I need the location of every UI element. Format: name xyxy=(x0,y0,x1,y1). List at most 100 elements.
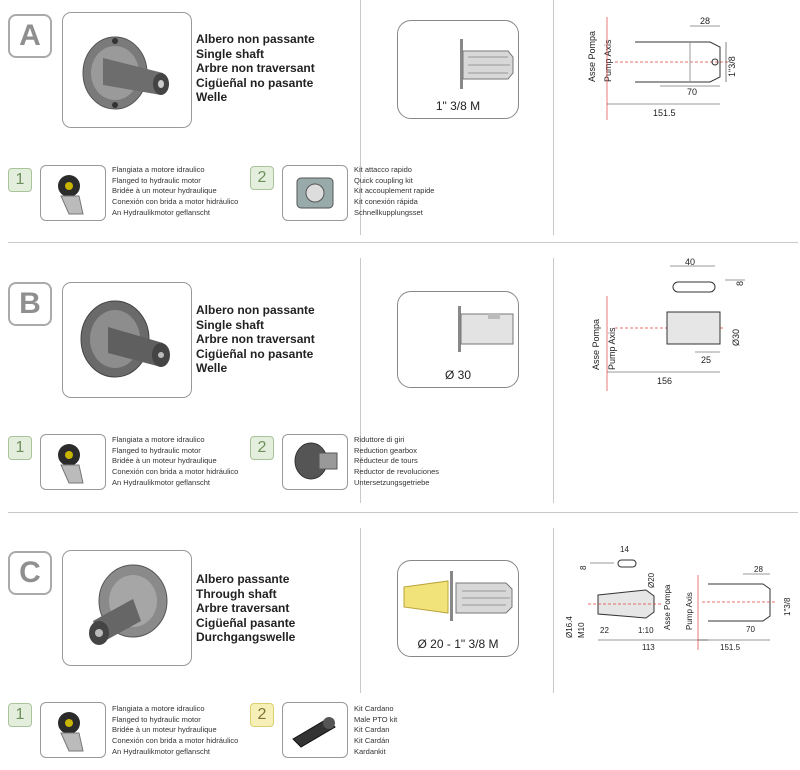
kit-line: Kit Cardán xyxy=(354,736,390,746)
section-divider xyxy=(8,242,798,243)
description-line: Arbre traversant xyxy=(196,601,290,615)
dimension-label: 156 xyxy=(657,376,672,386)
hydraulic-motor-image xyxy=(58,712,84,752)
kit-line: Kit Cardan xyxy=(354,725,390,735)
description-block: Albero non passante Single shaft Arbre n… xyxy=(196,303,315,376)
kit-photo xyxy=(40,434,106,490)
section-divider xyxy=(8,512,798,513)
kit-number-badge: 2 xyxy=(250,436,274,460)
kit-line: Flanged to hydraulic motor xyxy=(112,445,201,455)
pump-through-shaft-image xyxy=(89,564,168,645)
dimension-drawing: Asse Pompa Pump Axis 28 1"3/8 70 151.5 xyxy=(587,16,737,120)
description-line: Durchgangswelle xyxy=(196,630,296,644)
shaft-shape-box: Ø 30 xyxy=(397,291,519,388)
dimension-label: 70 xyxy=(746,625,755,634)
kit-line: An Hydraulikmotor geflanscht xyxy=(112,207,210,217)
kit-photo xyxy=(40,165,106,221)
description-line: Welle xyxy=(196,90,228,104)
product-photo xyxy=(62,282,192,398)
dimension-label: 28 xyxy=(700,16,710,26)
kit-line: Flangiata a motore idraulico xyxy=(112,435,205,444)
section-letter: B xyxy=(8,282,52,326)
kit-description: Flangiata a motore idraulico Flanged to … xyxy=(112,704,238,758)
kit-line: Flangiata a motore idraulico xyxy=(112,165,205,174)
kit-description: Kit Cardano Male PTO kit Kit Cardan Kit … xyxy=(354,704,397,758)
description-line: Arbre non traversant xyxy=(196,61,315,75)
axis-label-asse-pompa: Asse Pompa xyxy=(587,31,597,82)
tapered-splined-shaft-icon xyxy=(403,571,513,621)
dimension-label: 8 xyxy=(579,565,588,570)
kit-number-badge: 1 xyxy=(8,168,32,192)
description-line: Arbre non traversant xyxy=(196,332,315,346)
kit-line: Kardankit xyxy=(354,746,386,756)
product-photo xyxy=(62,550,192,666)
description-line: Albero passante xyxy=(196,572,290,586)
axis-label-asse-pompa: Asse Pompa xyxy=(591,319,601,370)
kit-photo xyxy=(282,702,348,758)
hydraulic-motor-image xyxy=(58,175,84,215)
dimension-label: Ø16.4 xyxy=(565,616,574,638)
kit-number-badge: 1 xyxy=(8,436,32,460)
hydraulic-motor-image xyxy=(58,444,84,484)
axis-label-asse-pompa: Asse Pompa xyxy=(663,584,672,630)
dimension-label: 22 xyxy=(600,626,609,635)
shaft-shape-box: 1" 3/8 M xyxy=(397,20,519,119)
dimension-label: 1"3/8 xyxy=(727,56,737,77)
kit-number-badge: 2 xyxy=(250,166,274,190)
kit-line: Flangiata a motore idraulico xyxy=(112,704,205,713)
column-divider xyxy=(360,528,361,693)
shaft-size-label: Ø 20 - 1" 3/8 M xyxy=(417,637,499,651)
kit-line: Kit attacco rapido xyxy=(354,165,412,174)
kit-line: Bridée à un moteur hydraulique xyxy=(112,456,217,466)
kit-line: Reduction gearbox xyxy=(354,445,417,455)
smooth-shaft-icon xyxy=(458,306,514,352)
column-divider xyxy=(360,0,361,235)
column-divider xyxy=(553,528,554,693)
kit-line: Kit conexión rápida xyxy=(354,197,418,207)
dimension-label: 113 xyxy=(642,643,655,652)
kit-description: Kit attacco rapido Quick coupling kit Ki… xyxy=(354,165,434,219)
shaft-size-label: 1" 3/8 M xyxy=(435,99,481,113)
dimension-label: 151.5 xyxy=(653,108,676,118)
reduction-gearbox-image xyxy=(294,442,338,480)
dimension-label: 28 xyxy=(754,565,763,574)
axis-label-pump-axis: Pump Axis xyxy=(685,592,694,630)
dimension-label: M10 xyxy=(577,622,586,638)
kit-photo xyxy=(282,434,348,490)
kit-number-badge: 1 xyxy=(8,703,32,727)
kit-line: Conexión con brida a motor hidráulico xyxy=(112,467,239,477)
kit-line: Flanged to hydraulic motor xyxy=(112,714,201,724)
description-line: Cigüeñal no pasante xyxy=(196,346,314,361)
column-divider xyxy=(553,0,554,235)
kit-line: Conexión con brida a motor hidráulico xyxy=(112,736,239,746)
product-photo xyxy=(62,12,192,128)
kit-line: An Hydraulikmotor geflanscht xyxy=(112,477,210,487)
section-letter: C xyxy=(8,551,52,595)
kit-line: Réducteur de tours xyxy=(354,456,418,466)
kit-line: Untersetzungsgetriebe xyxy=(354,477,430,487)
dimension-drawing: 40 8 Asse Pompa Pump Axis Ø30 25 156 xyxy=(591,257,745,391)
description-block: Albero non passante Single shaft Arbre n… xyxy=(196,32,315,105)
quick-coupling-image xyxy=(296,177,334,209)
description-line: Single shaft xyxy=(196,46,265,61)
kit-line: Flanged to hydraulic motor xyxy=(112,175,201,185)
cardan-kit-image xyxy=(292,717,336,748)
kit-photo xyxy=(282,165,348,221)
dimension-label: 1:10 xyxy=(638,626,654,635)
kit-line: Kit Cardano xyxy=(354,704,394,713)
pump-smooth-shaft-image xyxy=(80,300,170,378)
axis-label-pump-axis: Pump Axis xyxy=(603,39,613,82)
dimension-label: Ø30 xyxy=(731,329,741,346)
splined-shaft-icon xyxy=(460,39,514,89)
kit-line: Reductor de revoluciones xyxy=(354,467,440,477)
dimension-label: 25 xyxy=(701,355,711,365)
description-line: Albero non passante xyxy=(196,32,315,46)
dimension-label: 8 xyxy=(735,281,745,286)
kit-line: Kit accouplement rapide xyxy=(354,186,435,196)
axis-label-pump-axis: Pump Axis xyxy=(607,327,617,370)
kit-line: An Hydraulikmotor geflanscht xyxy=(112,746,210,756)
kit-line: Quick coupling kit xyxy=(354,175,413,185)
dimension-label: 40 xyxy=(685,257,695,267)
description-line: Albero non passante xyxy=(196,303,315,317)
pump-single-shaft-image xyxy=(82,36,169,110)
